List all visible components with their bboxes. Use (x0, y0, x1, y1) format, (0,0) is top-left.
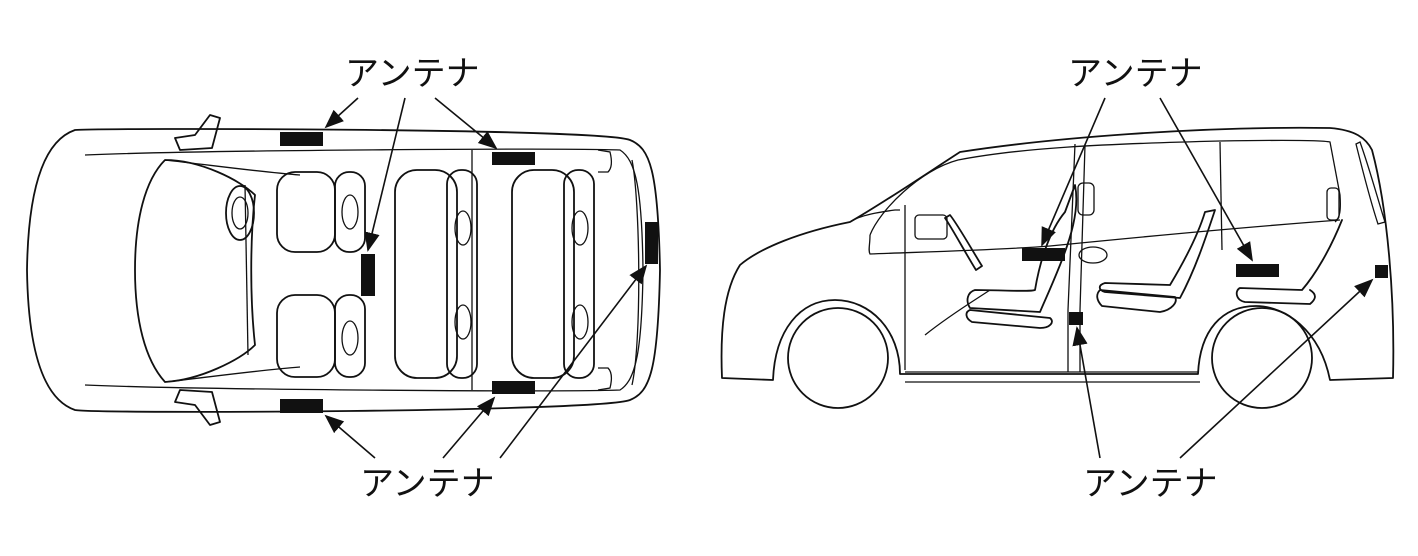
top-view-steering-wheel (225, 185, 255, 241)
antenna-top-center-console (361, 254, 375, 296)
top-view-headrest-fl (341, 194, 359, 230)
top-view-windshield (134, 159, 256, 383)
side-view-rear-window (1355, 141, 1386, 225)
top-view-headrest-2a (454, 210, 472, 246)
top-view-mirror-right (174, 389, 221, 426)
side-view-body-outline (720, 126, 1395, 381)
side-view-c-pillar (1219, 141, 1223, 251)
side-view-mirror (914, 214, 948, 240)
arrow-to-rear-left (434, 97, 498, 150)
side-view-third-seat (1235, 219, 1343, 305)
top-view-lower-label: アンテナ (360, 464, 495, 504)
antenna-top-rear-left (492, 152, 535, 165)
side-view-rear-wheel (1211, 307, 1313, 409)
top-view-vehicle (26, 114, 661, 426)
top-view-headrest-3a (571, 210, 589, 246)
top-view-front-seat-left (276, 171, 336, 253)
top-view-headrest-fr (341, 320, 359, 356)
top-view-headrest-3b (571, 304, 589, 340)
top-view-front-seat-left-back (334, 171, 366, 253)
top-view-headrest-2b (454, 304, 472, 340)
side-view-b-pillar (1067, 143, 1076, 372)
side-view-upper-callout: アンテナ (1041, 54, 1253, 262)
arrow-to-front-left (324, 97, 359, 129)
arrow-to-front-dash (1041, 97, 1106, 247)
top-view-front-seat-right (276, 294, 336, 378)
antenna-top-front-right (280, 399, 323, 413)
arrow-to-rear-bumper (499, 264, 648, 459)
top-view-rear-well-upper (597, 149, 612, 173)
antenna-top-rear-bumper (645, 222, 658, 264)
top-view-front-seat-right-back (334, 294, 366, 378)
antenna-side-front-dash (1022, 248, 1065, 261)
arrow-to-center-console (364, 97, 406, 252)
arrow-to-rear-right (442, 396, 496, 459)
top-view-second-row-back (446, 169, 478, 379)
top-view-upper-callout: アンテナ (324, 54, 498, 252)
arrow-to-rear-floor (1159, 97, 1253, 262)
arrow-to-b-pillar (1072, 326, 1101, 459)
side-view-front-wheel (787, 307, 889, 409)
side-view-b-pillar-inner (1079, 144, 1086, 372)
antenna-side-rear-floor (1236, 264, 1279, 277)
top-view-third-row-seat (511, 169, 575, 379)
side-view-hood-line (849, 209, 900, 223)
top-view-body-outline (26, 128, 661, 413)
side-view-front-knob (1078, 246, 1108, 264)
arrow-to-front-right (324, 414, 376, 459)
top-view-third-row-back (563, 169, 595, 379)
top-view-mirror-left (174, 114, 221, 151)
antenna-top-front-left (280, 132, 323, 146)
antenna-side-rear-bumper (1375, 265, 1388, 278)
top-view-pillar-lower (164, 366, 301, 383)
side-view-second-cushion (1096, 289, 1177, 313)
top-view-second-row-seat (394, 169, 458, 379)
side-view-third-headrest (1326, 187, 1340, 221)
top-view-steering-hub (231, 196, 249, 230)
side-view-steering-wheel (944, 214, 983, 271)
side-view-rocker (905, 371, 1200, 383)
top-view-upper-label: アンテナ (345, 54, 480, 94)
antenna-side-b-pillar (1069, 312, 1083, 325)
side-view-lower-callout: アンテナ (1072, 278, 1374, 504)
top-view-dashboard-line (244, 184, 249, 356)
side-view-window-top (869, 139, 1341, 236)
top-view-rear-well-lower (597, 367, 612, 391)
side-view-beltline (868, 219, 1341, 255)
side-view-vehicle (720, 126, 1395, 409)
side-view-dash-line (924, 289, 991, 336)
antenna-top-rear-right (492, 381, 535, 394)
arrow-to-side-rear-bumper (1179, 278, 1374, 459)
side-view-second-seat (1098, 209, 1216, 299)
side-view-lower-label: アンテナ (1083, 464, 1218, 504)
top-view-lower-callout: アンテナ (324, 264, 648, 504)
side-view-front-headrest (1077, 182, 1095, 216)
side-view-front-cushion (965, 309, 1053, 329)
side-view-upper-label: アンテナ (1068, 54, 1203, 94)
top-view-pillar-upper (164, 159, 301, 176)
